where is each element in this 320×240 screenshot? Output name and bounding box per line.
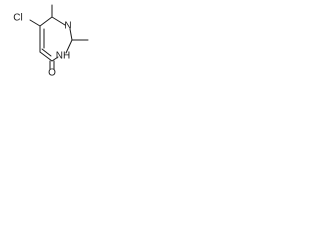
chlorine-label: Cl [13, 13, 22, 24]
oxygen-label: O [48, 68, 56, 78]
bond-c4-c5 [39, 51, 53, 62]
bond-n3-c4 [51, 56, 59, 62]
bond-c4-c5-inner [41, 48, 52, 57]
pyrimidinone-structure: Cl N NH O [13, 4, 89, 78]
bond-n1-c2 [69, 28, 73, 41]
bond-c5-cl [29, 19, 41, 27]
bond-c2-n3 [65, 39, 73, 54]
bond-c5-c6-top [39, 16, 53, 27]
nitrogen-h-label: NH [56, 51, 70, 62]
bond-c6-n1 [51, 16, 66, 26]
nitrogen-label: N [64, 21, 71, 32]
